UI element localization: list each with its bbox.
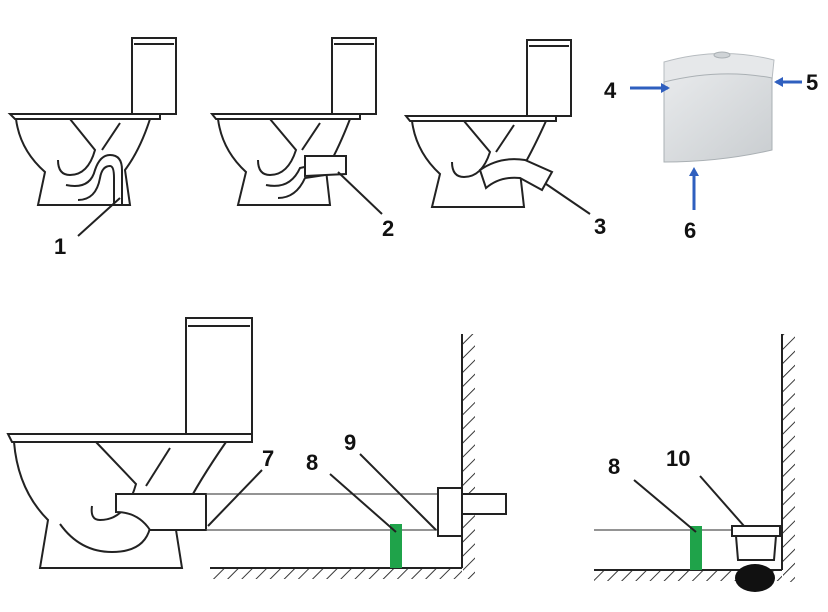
cistern: [185, 317, 253, 435]
cistern: [526, 39, 572, 117]
label-4: 4: [604, 78, 617, 103]
label-8b: 8: [608, 454, 620, 479]
arrow-6: [689, 167, 699, 210]
label-10: 10: [666, 446, 690, 471]
arrow-5: [774, 77, 802, 87]
wall: [461, 334, 475, 579]
gasket-8: [690, 526, 702, 570]
label-2: 2: [382, 216, 394, 241]
seat: [209, 113, 361, 120]
outlet-pipe: [115, 493, 207, 531]
floor-drain-10: [731, 525, 781, 592]
outlet-pipe: [304, 155, 347, 178]
toilet-oblique-outlet: [403, 39, 572, 208]
cistern: [131, 37, 177, 115]
bowl: [216, 118, 352, 206]
label-3: 3: [594, 214, 606, 239]
toilet-horizontal-outlet: [209, 37, 377, 206]
arrow-4: [630, 83, 670, 93]
outlet-pipe: [478, 158, 554, 192]
wall: [781, 334, 795, 582]
seat: [403, 115, 557, 122]
label-6: 6: [684, 218, 696, 243]
toilet-installation: [6, 317, 253, 569]
label-8: 8: [306, 450, 318, 475]
toilet-vertical-outlet: [7, 37, 177, 206]
floor: [210, 567, 462, 579]
cistern: [331, 37, 377, 115]
seat: [6, 433, 253, 443]
label-7: 7: [262, 446, 274, 471]
label-9: 9: [344, 430, 356, 455]
cistern-photo: [663, 51, 775, 163]
seat: [7, 113, 161, 120]
gasket-8: [390, 524, 402, 568]
wall-socket: [437, 487, 507, 537]
label-5: 5: [806, 70, 818, 95]
bowl: [14, 118, 152, 206]
label-1: 1: [54, 234, 66, 259]
bowl: [410, 120, 548, 208]
